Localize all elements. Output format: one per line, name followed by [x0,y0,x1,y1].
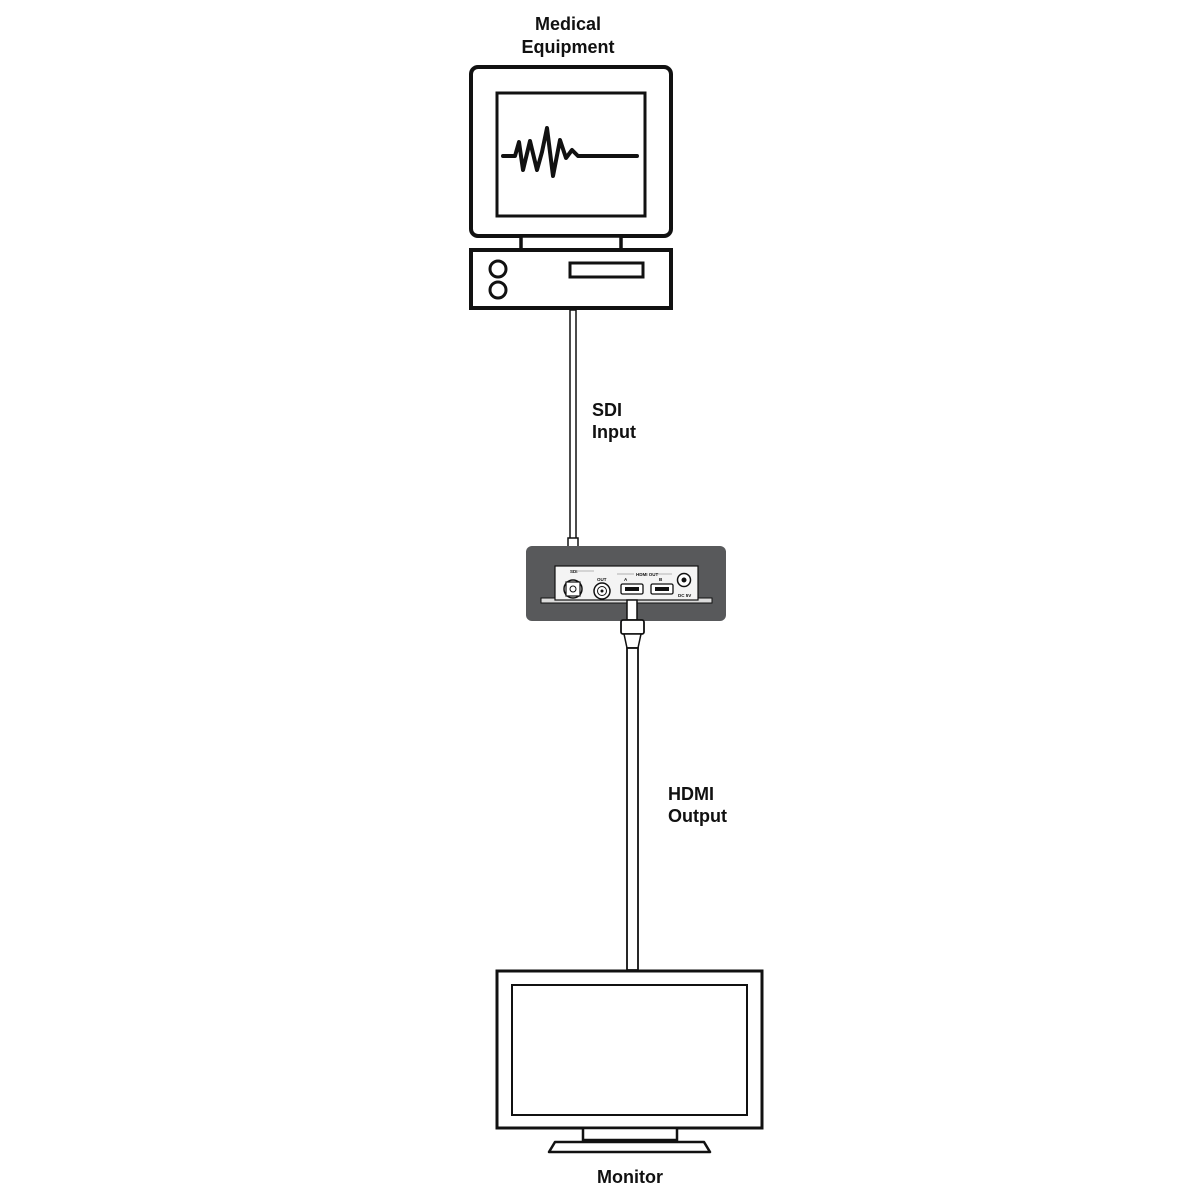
panel-label-sdi: SDI [570,569,578,574]
display-monitor-icon [495,969,764,1154]
sdi-out-bnc-port-icon [593,582,611,600]
hdmi-cable [620,599,645,971]
waveform-icon [501,126,639,178]
panel-label-hdmi-out: HDMI OUT [636,572,658,577]
hdmi-output-label-line2: Output [668,806,727,826]
panel-label-port-b: B [659,577,663,582]
panel-label-port-a: A [624,577,628,582]
sdi-to-hdmi-converter: SDI OUT HDMI OUT A B DC 5V [526,546,726,621]
sdi-input-label-line2: Input [592,422,636,442]
dc-power-jack-icon [676,572,692,588]
hdmi-port-a-icon [620,583,644,595]
medical-equipment-icon [469,65,673,310]
panel-label-out: OUT [597,577,607,582]
sdi-cable [565,309,581,577]
monitor-label: Monitor [597,1167,663,1187]
sdi-input-label-line1: SDI [592,400,622,420]
medical-equipment-label-line1: Medical [535,14,601,34]
sdi-in-bnc-port-icon [563,579,583,599]
panel-label-dc: DC 5V [678,593,691,598]
medical-equipment-label-line2: Equipment [522,37,615,57]
hdmi-output-label-line1: HDMI [668,784,714,804]
hdmi-port-b-icon [650,583,674,595]
